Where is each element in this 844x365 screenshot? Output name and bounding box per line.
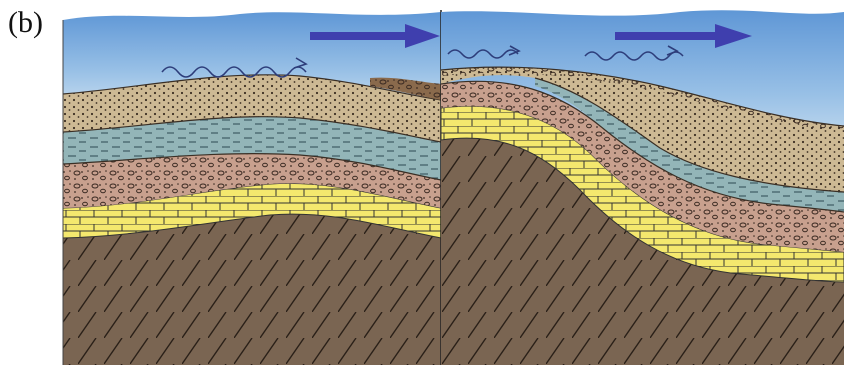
right-section — [441, 10, 844, 365]
left-section — [63, 12, 441, 365]
